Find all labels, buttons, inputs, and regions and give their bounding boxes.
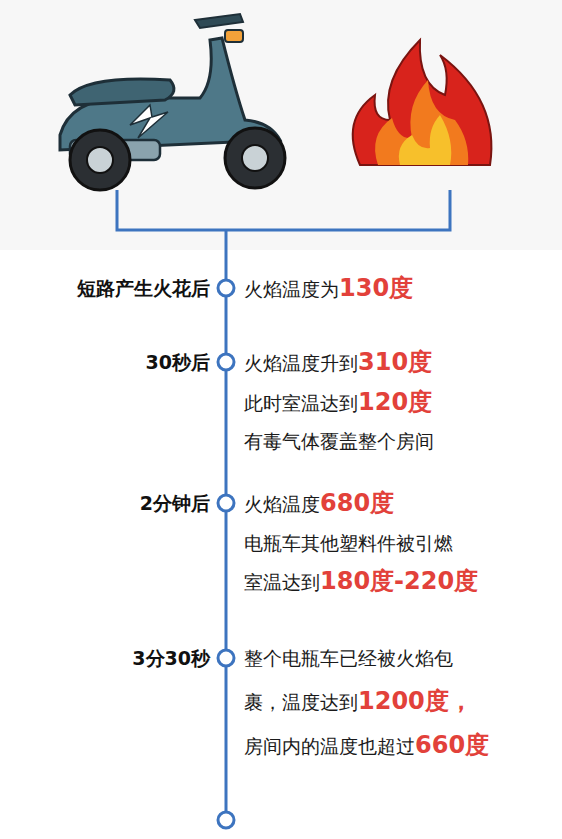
temperature-value: 1200度， [358, 687, 473, 715]
timeline [225, 296, 228, 812]
event-line: 裹，温度达到1200度， [244, 687, 473, 716]
time-label: 短路产生火花后 [77, 277, 210, 300]
event-text: 电瓶车其他塑料件被引燃 [244, 532, 453, 554]
event-text: 火焰温度升到 [244, 352, 358, 374]
event-text: 2分钟后 [140, 492, 210, 514]
scooter-illustration [60, 14, 285, 190]
top-ground [0, 0, 562, 250]
event-line: 电瓶车其他塑料件被引燃 [244, 532, 453, 555]
event-line: 室温达到180度-220度 [244, 567, 478, 596]
event-line: 有毒气体覆盖整个房间 [244, 430, 434, 453]
temperature-value: 680度 [320, 489, 394, 517]
temperature-value: 310度 [358, 348, 432, 376]
event-text: 整个电瓶车已经被火焰包 [244, 647, 453, 669]
event-text: 3分30秒 [132, 647, 210, 669]
event-text: 火焰温度 [244, 493, 320, 515]
temperature-value: 120度 [358, 388, 432, 416]
event-text: 此时室温达到 [244, 392, 358, 414]
event-line: 整个电瓶车已经被火焰包 [244, 647, 453, 670]
event-line: 火焰温度680度 [244, 489, 394, 518]
event-text: 30秒后 [146, 351, 210, 373]
event-line: 火焰温度为130度 [244, 274, 413, 303]
temperature-value: 660度 [415, 731, 489, 759]
time-label: 2分钟后 [140, 492, 210, 515]
bracket [117, 190, 450, 280]
event-text: 室温达到 [244, 571, 320, 593]
event-text: 裹，温度达到 [244, 691, 358, 713]
event-line: 此时室温达到120度 [244, 388, 432, 417]
timeline-markers [218, 280, 234, 828]
event-line: 火焰温度升到310度 [244, 348, 432, 377]
event-text: 火焰温度为 [244, 278, 339, 300]
fire-illustration [353, 40, 492, 165]
time-label: 30秒后 [146, 351, 210, 374]
temperature-value: 180度-220度 [320, 567, 478, 595]
event-text: 短路产生火花后 [77, 277, 210, 299]
event-line: 房间内的温度也超过660度 [244, 731, 489, 760]
time-label: 3分30秒 [132, 647, 210, 670]
temperature-value: 130度 [339, 274, 413, 302]
event-text: 有毒气体覆盖整个房间 [244, 430, 434, 452]
event-text: 房间内的温度也超过 [244, 735, 415, 757]
